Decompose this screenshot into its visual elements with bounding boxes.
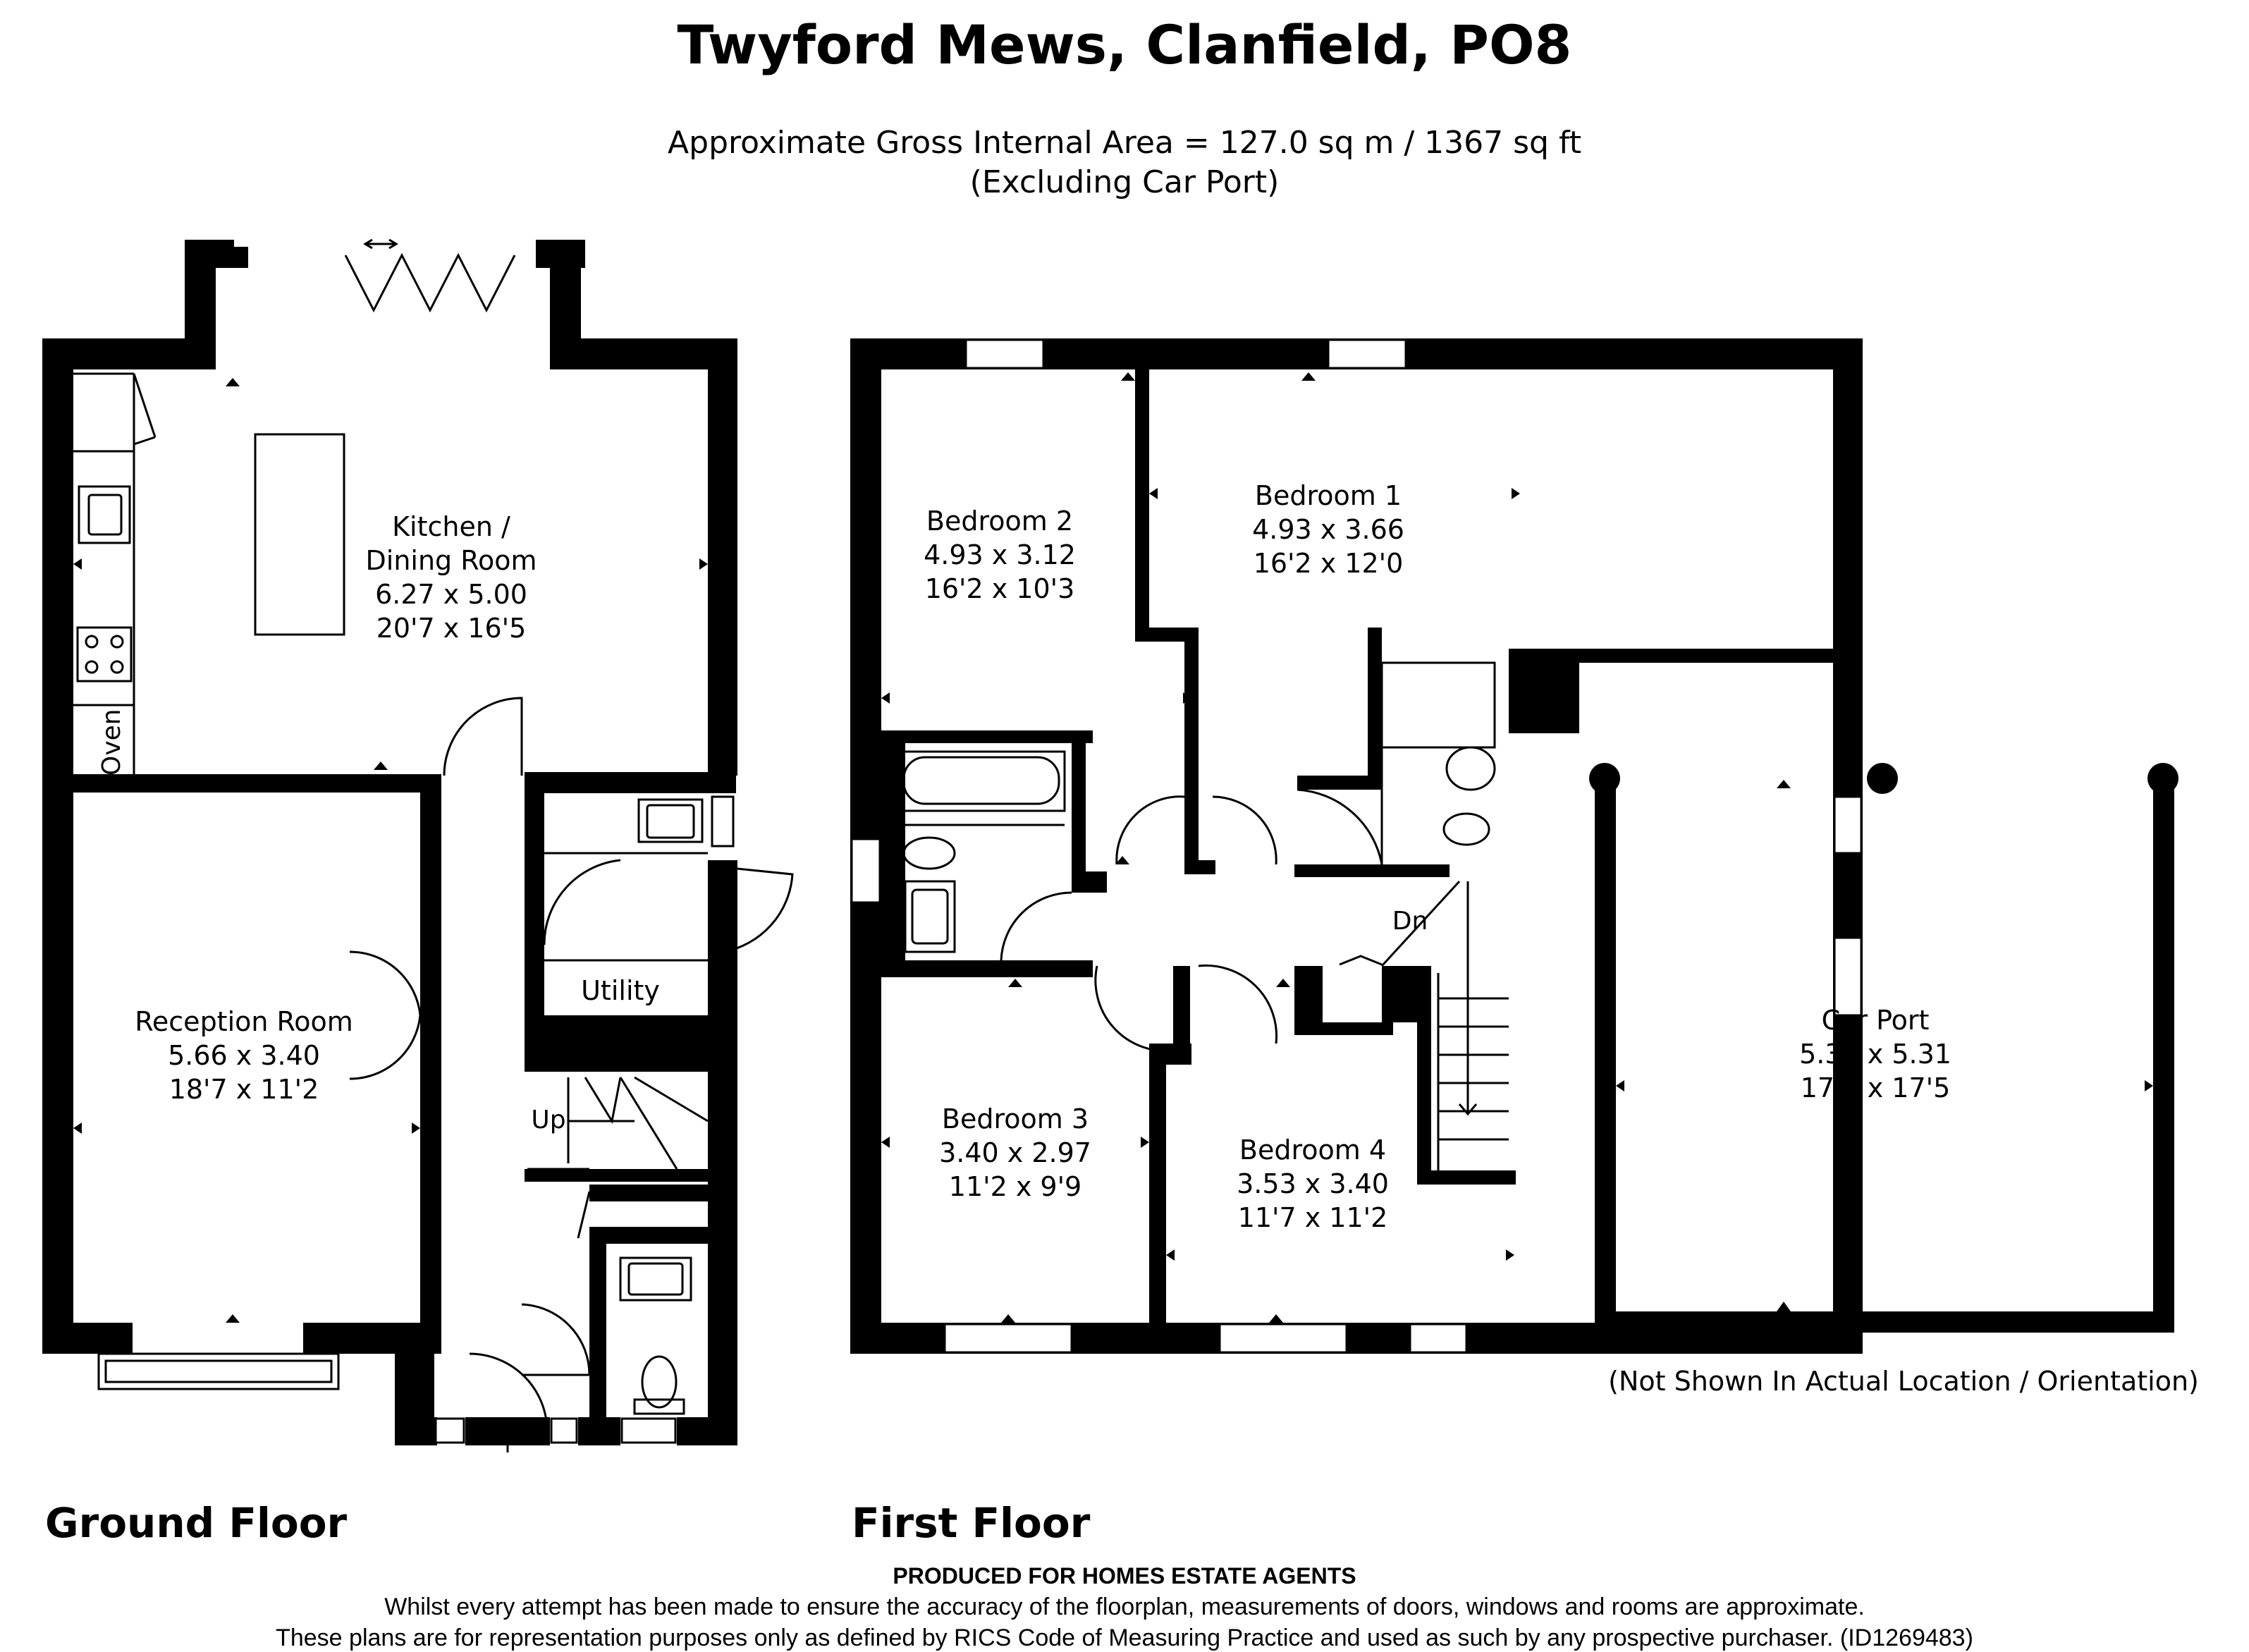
ground-floor-plan: Oven Kitchen / Dining Room 6.27 x 5.00 2… <box>42 238 794 1547</box>
ground-floor-label: Ground Floor <box>45 1499 348 1547</box>
page-title: Twyford Mews, Clanfield, PO8 <box>678 13 1572 76</box>
reception-metric: 5.66 x 3.40 <box>168 1040 320 1071</box>
stairs-down-label: Dn <box>1392 907 1428 936</box>
bedroom3-name: Bedroom 3 <box>942 1103 1089 1134</box>
stairs-up-label: Up <box>531 1106 565 1134</box>
bedroom2-imperial: 16'2 x 10'3 <box>925 573 1075 604</box>
bedroom1-metric: 4.93 x 3.66 <box>1252 514 1404 545</box>
bedroom4-metric: 3.53 x 3.40 <box>1237 1168 1389 1199</box>
bedroom1-imperial: 16'2 x 12'0 <box>1254 548 1404 579</box>
kitchen-name-2: Dining Room <box>366 545 537 576</box>
bedroom2-metric: 4.93 x 3.12 <box>924 539 1076 570</box>
reception-imperial: 18'7 x 11'2 <box>169 1074 319 1105</box>
first-floor-plan: Bedroom 2 4.93 x 3.12 16'2 x 10'3 Bedroo… <box>850 338 1863 1547</box>
reception-name: Reception Room <box>135 1006 353 1037</box>
kitchen-metric: 6.27 x 5.00 <box>375 579 527 610</box>
area-note: (Excluding Car Port) <box>970 164 1280 200</box>
kitchen-imperial: 20'7 x 16'5 <box>376 613 527 644</box>
car-port-note: (Not Shown In Actual Location / Orientat… <box>1608 1366 2199 1397</box>
bedroom3-metric: 3.40 x 2.97 <box>939 1137 1091 1168</box>
bedroom3-imperial: 11'2 x 9'9 <box>949 1171 1081 1202</box>
bedroom4-imperial: 11'7 x 11'2 <box>1238 1202 1388 1233</box>
utility-label: Utility <box>581 975 660 1006</box>
producer-line: PRODUCED FOR HOMES ESTATE AGENTS <box>893 1563 1356 1589</box>
area-line: Approximate Gross Internal Area = 127.0 … <box>668 125 1581 161</box>
bedroom1-name: Bedroom 1 <box>1255 480 1402 511</box>
car-port-name: Car Port <box>1822 1005 1930 1036</box>
kitchen-name-1: Kitchen / <box>392 511 510 542</box>
car-port-imperial: 17'6 x 17'5 <box>1801 1072 1951 1103</box>
disclaimer-line-1: Whilst every attempt has been made to en… <box>384 1593 1865 1620</box>
car-port-metric: 5.33 x 5.31 <box>1799 1039 1951 1070</box>
oven-label: Oven <box>97 709 126 776</box>
first-floor-label: First Floor <box>852 1499 1091 1547</box>
car-port-plan: Car Port 5.33 x 5.31 17'6 x 17'5 (Not Sh… <box>1589 763 2199 1397</box>
bedroom4-name: Bedroom 4 <box>1239 1134 1386 1165</box>
bedroom2-name: Bedroom 2 <box>926 506 1073 537</box>
disclaimer-line-2: These plans are for representation purpo… <box>276 1625 1973 1651</box>
